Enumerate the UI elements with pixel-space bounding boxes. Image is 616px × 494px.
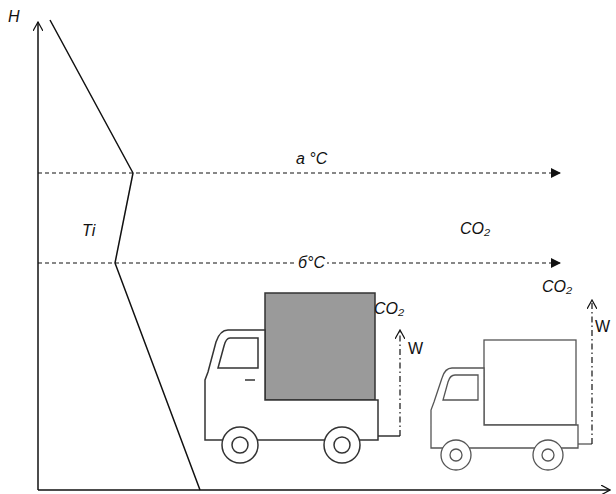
height-axis (37, 22, 39, 490)
level-label: а °C (294, 150, 329, 168)
upper-level-line (38, 172, 560, 173)
gas-label: CO₂ (372, 300, 406, 318)
exhaust-flow (591, 300, 592, 444)
temperature-axis (38, 489, 610, 491)
axis-label: H (6, 8, 22, 26)
large-truck (205, 293, 400, 463)
temperature-profile (50, 20, 200, 490)
gas-label: CO₂ (458, 220, 492, 238)
gas-label: CO₂ (540, 278, 574, 296)
level-label: б°C (296, 254, 327, 272)
profile-label: Ti (80, 222, 97, 240)
small-truck (431, 340, 592, 470)
flow-label: W (406, 340, 425, 358)
flow-label: W (593, 318, 612, 336)
exhaust-flow (399, 330, 400, 436)
